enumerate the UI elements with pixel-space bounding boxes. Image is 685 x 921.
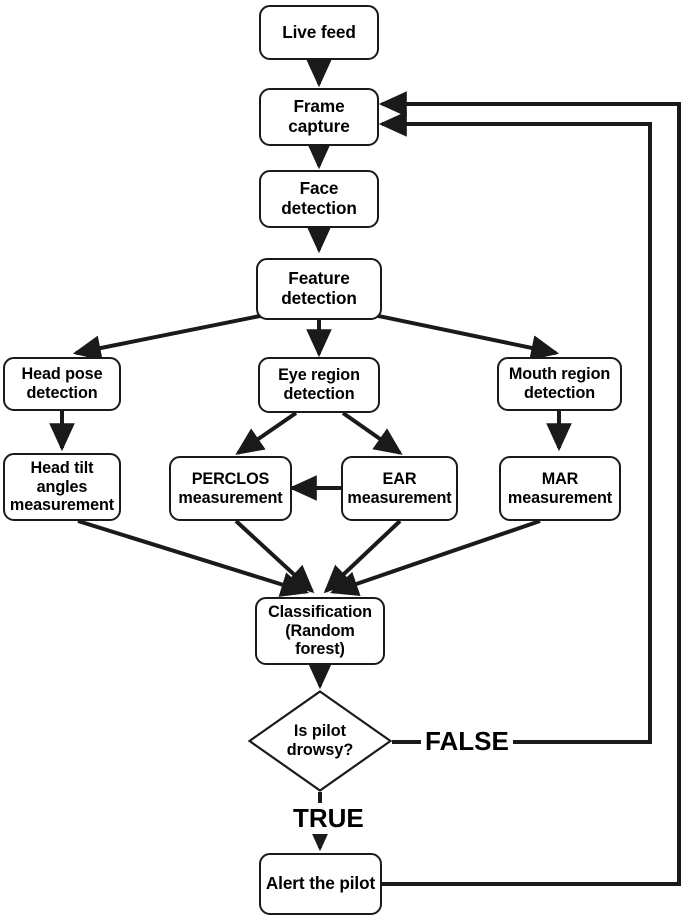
edge-decision-false-to-frame-capture [378,111,652,744]
edge-head-tilt-to-classification [77,519,310,597]
node-alert-the-pilot[interactable]: Alert the pilot [259,853,382,915]
node-live-feed[interactable]: Live feed [259,5,379,60]
edge-feature-detection-to-mouth-region [368,312,560,361]
edge-eye-region-to-ear [341,411,403,455]
edge-label-false: FALSE [421,726,513,757]
edge-feature-detection-to-head-pose [72,312,271,361]
diamond-shape [247,690,393,792]
node-live-feed-label: Live feed [282,21,356,42]
edge-perclos-to-classification [234,519,315,594]
edge-eye-region-to-perclos [235,411,298,455]
edge-mar-to-classification [329,519,541,597]
edge-ear-to-classification [323,519,402,594]
edge-label-true: TRUE [289,803,368,834]
node-alert-the-pilot-label: Alert the pilot [265,873,376,894]
